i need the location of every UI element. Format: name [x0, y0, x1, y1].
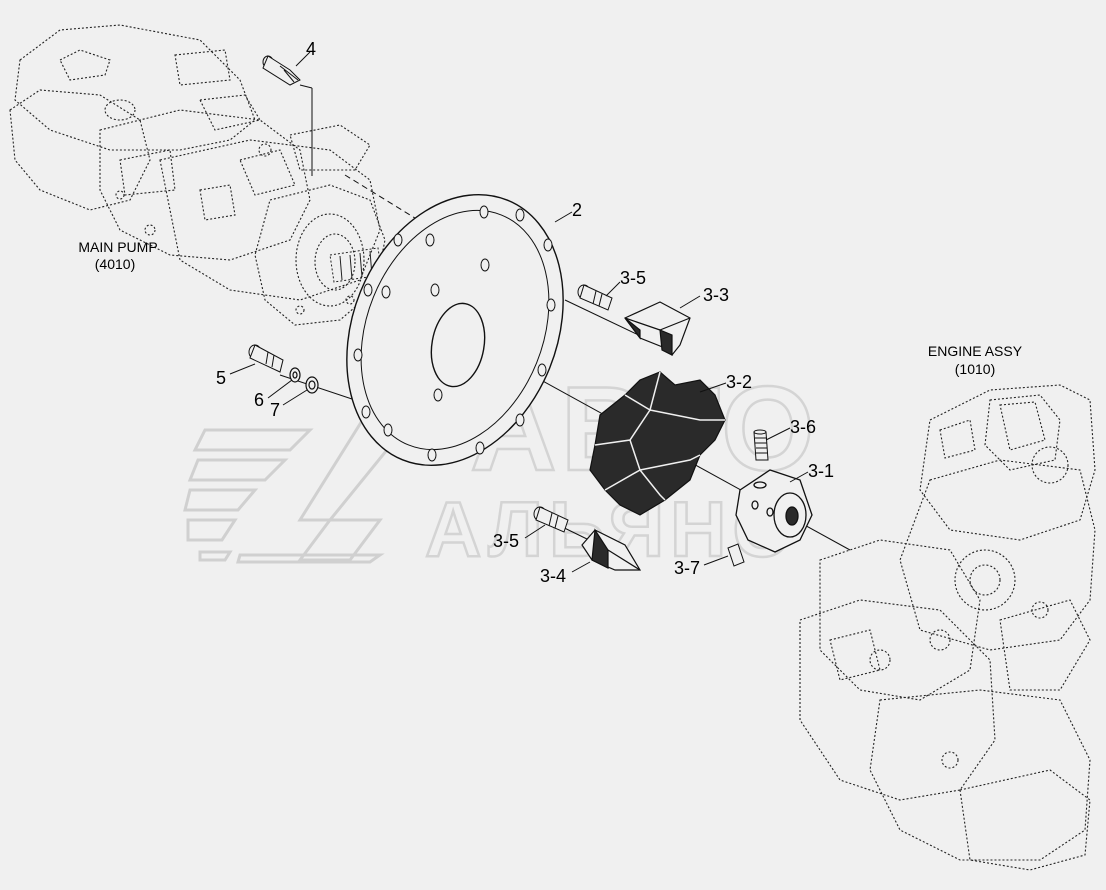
pin-part-3-7 — [727, 543, 745, 567]
callout-3-5-bottom: 3-5 — [493, 531, 519, 551]
engine-drawing — [799, 384, 1096, 871]
callout-2: 2 — [572, 200, 582, 220]
bolt-part-3-5-bottom — [533, 506, 569, 533]
clamp-block-part-3-4 — [581, 528, 642, 571]
engine-assy-code: (1010) — [955, 361, 995, 377]
pump-shaft — [329, 247, 383, 283]
bolt-part-5 — [248, 344, 284, 373]
coupling-element-part-3-2 — [589, 371, 726, 516]
callout-3-5-top: 3-5 — [620, 268, 646, 288]
callout-3-1: 3-1 — [808, 461, 834, 481]
callout-7: 7 — [270, 400, 280, 420]
callout-6: 6 — [254, 390, 264, 410]
engine-assy-name: ENGINE ASSY — [928, 343, 1023, 359]
callout-labels: 4 2 3-5 3-3 3-2 3-6 3-1 5 6 7 3-5 3-4 3-… — [216, 39, 834, 586]
washer-part-7 — [305, 376, 319, 394]
flange-plate — [346, 193, 564, 467]
hub-part-3-1 — [735, 469, 813, 553]
callout-leaders — [229, 51, 809, 573]
callout-5: 5 — [216, 368, 226, 388]
set-screw-part-3-6 — [753, 429, 769, 461]
callout-3-6: 3-6 — [790, 417, 816, 437]
assembly-labels: MAIN PUMP (4010) ENGINE ASSY (1010) — [78, 239, 1022, 377]
main-pump-code: (4010) — [95, 256, 135, 272]
callout-3-4: 3-4 — [540, 566, 566, 586]
main-pump-drawing — [9, 24, 386, 326]
callout-3-7: 3-7 — [674, 558, 700, 578]
clamp-block-part-3-3 — [624, 301, 691, 356]
bolt-part-4 — [262, 55, 301, 86]
callout-3-3: 3-3 — [703, 285, 729, 305]
washer-part-6 — [289, 367, 301, 383]
main-pump-name: MAIN PUMP — [78, 239, 157, 255]
bolt-part-3-5-top — [577, 284, 613, 311]
callout-3-2: 3-2 — [726, 372, 752, 392]
callout-4: 4 — [306, 39, 316, 59]
